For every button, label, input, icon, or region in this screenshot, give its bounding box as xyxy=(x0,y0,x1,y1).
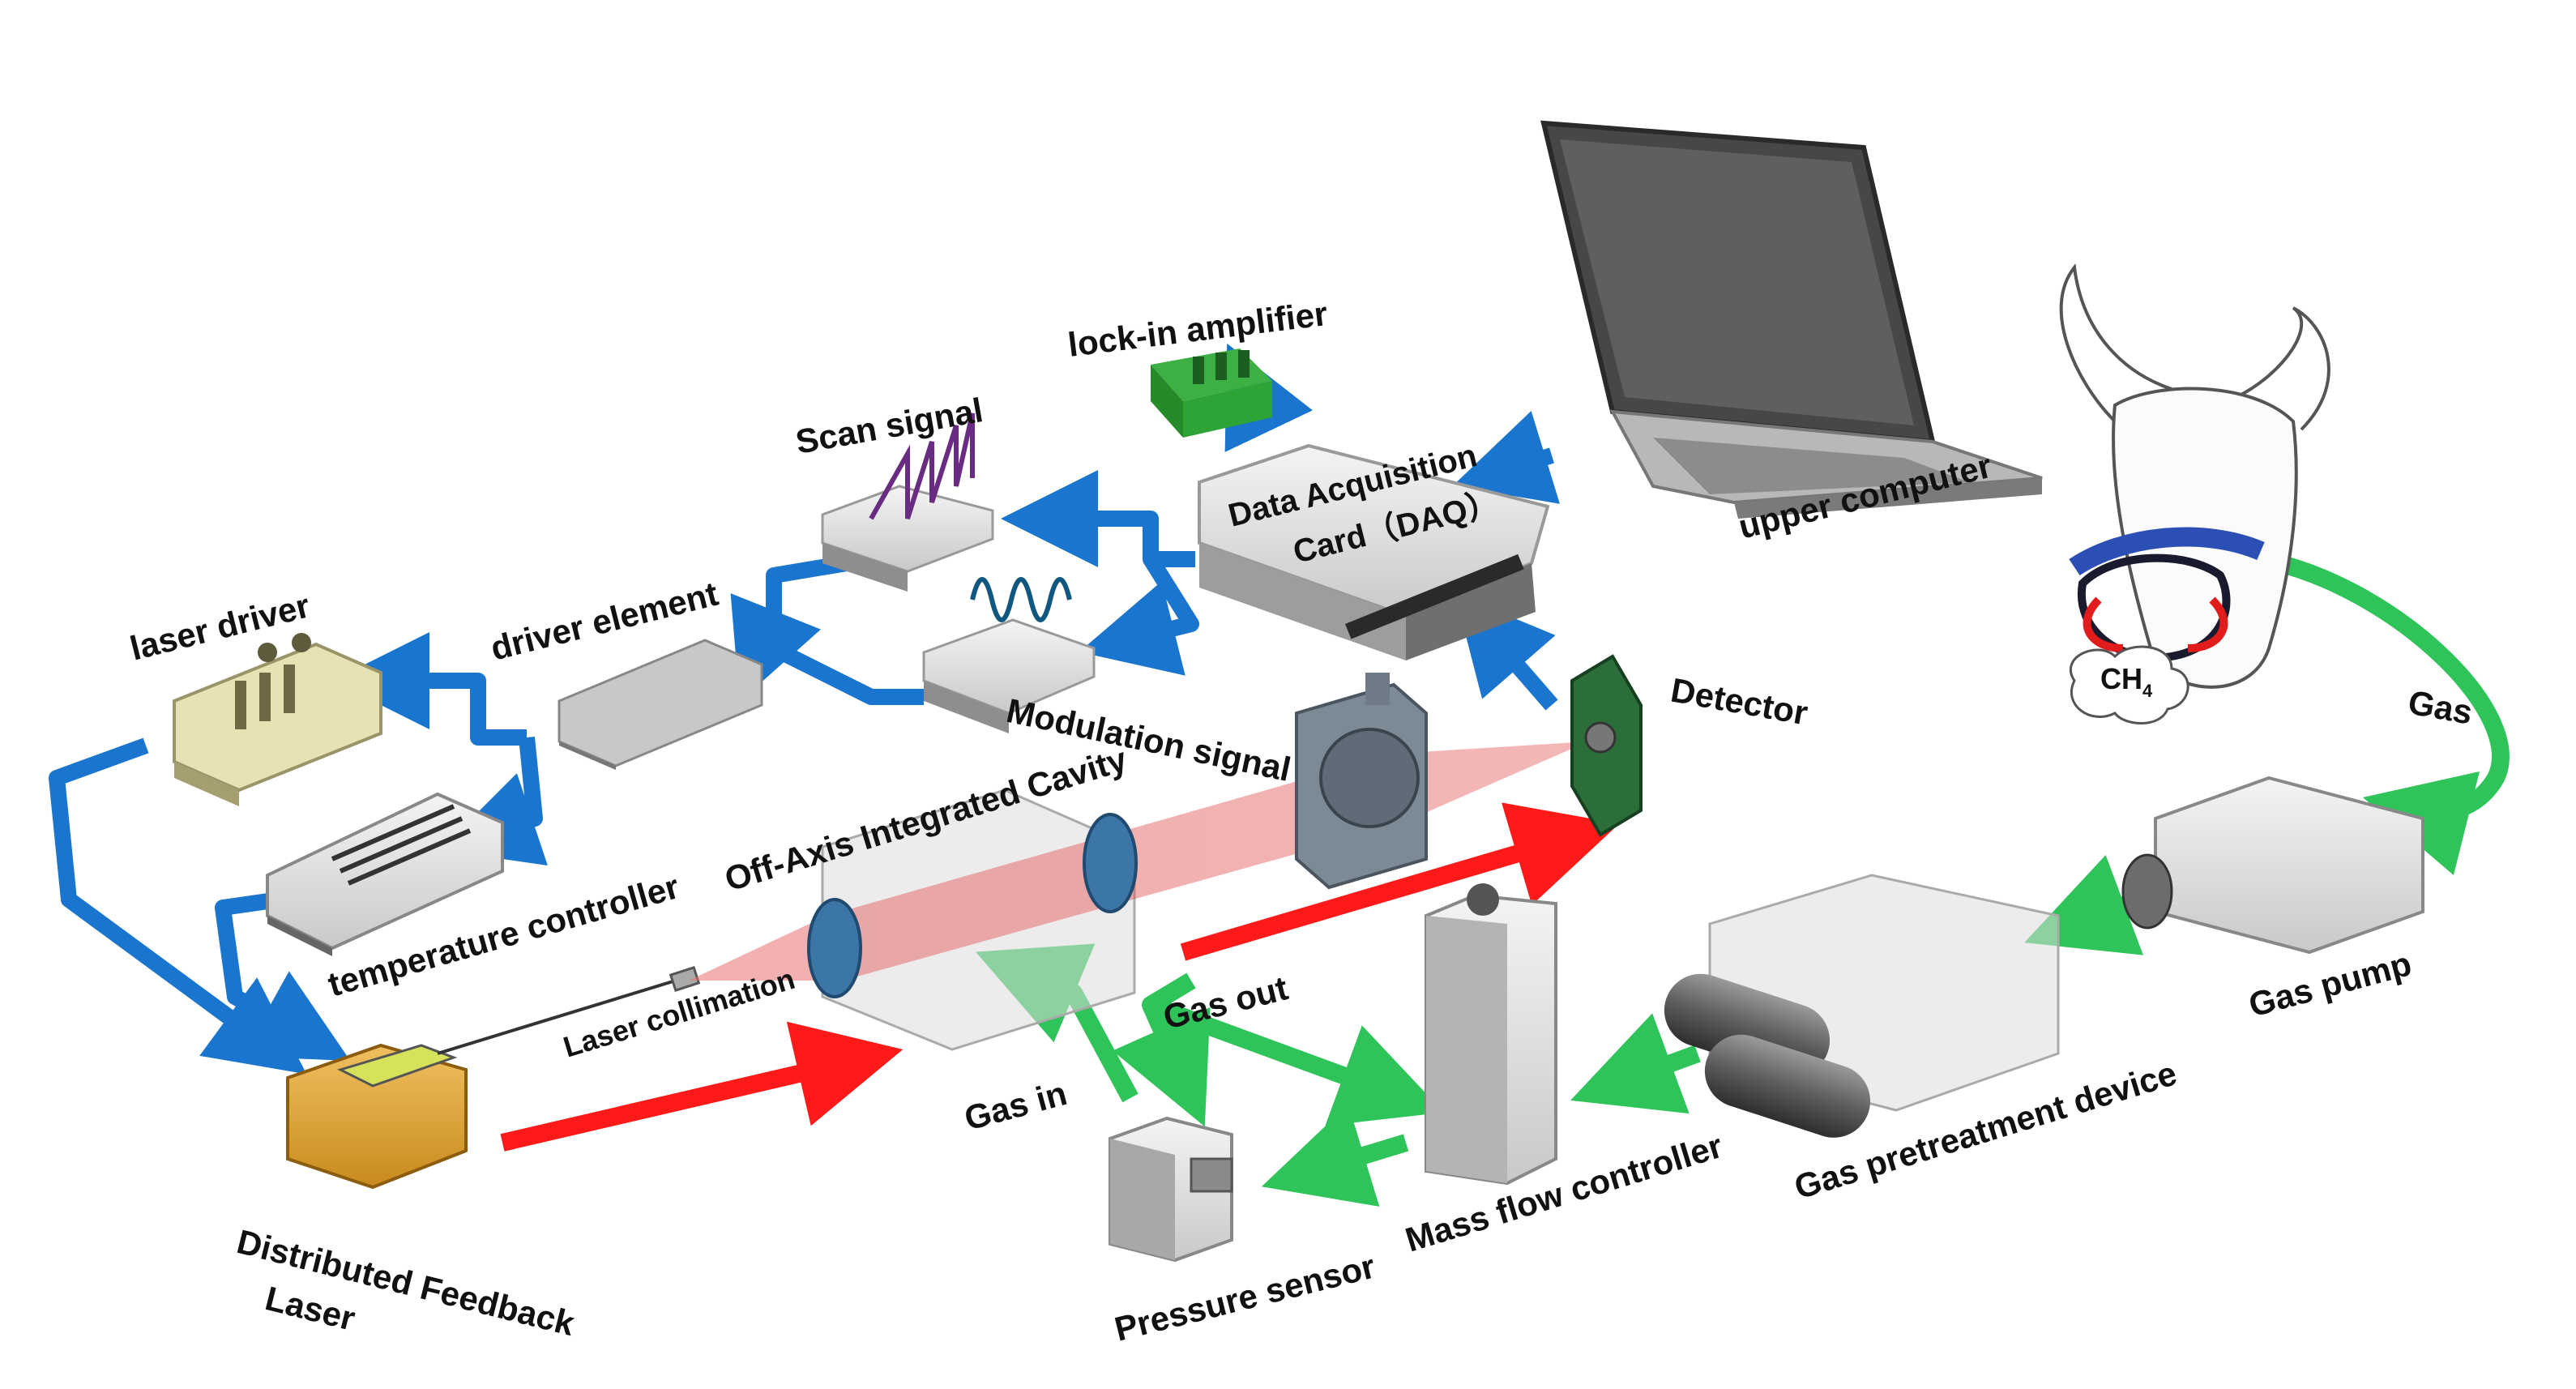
gas-pump xyxy=(2121,776,2424,955)
scan-signal-waveform xyxy=(869,412,975,520)
arrow-computer-to-daq xyxy=(1452,411,1560,504)
label-ch4: CH4 xyxy=(2100,662,2153,701)
label-pressure-sensor: Pressure sensor xyxy=(1111,1246,1379,1348)
modulation-signal-generator xyxy=(922,577,1096,733)
dfb-laser xyxy=(286,965,701,1190)
off-axis-integrated-cavity xyxy=(689,673,1588,1051)
mass-flow-controller xyxy=(1425,883,1557,1186)
label-lock-in-amplifier: lock-in amplifier xyxy=(1066,294,1329,364)
cow-nose-band xyxy=(2069,527,2265,576)
arrow-detector-to-daq xyxy=(1455,593,1558,711)
temperature-controller-heatsink xyxy=(331,804,472,886)
laser-path-arrows xyxy=(500,802,1620,1152)
label-detector: Detector xyxy=(1668,671,1810,733)
lock-in-amplifier xyxy=(1151,348,1272,438)
gas-flow-connections xyxy=(976,550,2510,1207)
arrow-daq-to-modulation xyxy=(1079,554,1199,676)
arrow-temp-to-dfb xyxy=(215,887,351,1062)
scan-signal-generator xyxy=(821,412,994,592)
daq-card xyxy=(1198,443,1550,660)
cow-right-horn xyxy=(2236,306,2330,431)
gas-pretreatment-device xyxy=(1664,874,2060,1138)
label-gas-in: Gas in xyxy=(960,1074,1070,1138)
label-dfb-line2: Laser xyxy=(262,1279,359,1338)
laser-collimation-lens xyxy=(669,965,701,993)
cow-nostril-right-arrow xyxy=(2187,596,2228,652)
arrow-cavity-to-detector xyxy=(1180,802,1620,961)
label-gas-pump: Gas pump xyxy=(2245,944,2416,1024)
arrow-driver-to-laser-driver xyxy=(332,632,527,746)
laser-driver xyxy=(173,633,382,806)
arrow-dfb-to-cavity xyxy=(500,1021,904,1152)
temperature-controller xyxy=(266,792,504,956)
arrow-laser-driver-to-dfb xyxy=(49,737,307,1075)
arrow-daq-to-scan xyxy=(1001,470,1195,567)
driver-element xyxy=(557,639,763,770)
arrow-pretreatment-to-mfc xyxy=(1570,1013,1701,1114)
detector xyxy=(1570,654,1643,837)
cow-left-horn xyxy=(2059,263,2172,423)
cow-illustration xyxy=(2059,263,2330,724)
laptop-upper-computer xyxy=(1540,120,2043,519)
ch4-cloud xyxy=(2069,645,2189,724)
arrow-driver-entry xyxy=(730,593,821,702)
arrow-mfc-to-pressure xyxy=(1261,1104,1409,1207)
electrical-connections xyxy=(49,343,1560,1075)
cavity-mount xyxy=(1295,673,1428,890)
pressure-sensor xyxy=(1109,1116,1233,1263)
arrow-cow-to-pump xyxy=(2258,550,2510,876)
cow-nostril-left-arrow xyxy=(2083,596,2124,652)
modulation-signal-waveform xyxy=(970,577,1072,622)
arrow-cavity-out-to-pressure xyxy=(1112,1001,1211,1127)
